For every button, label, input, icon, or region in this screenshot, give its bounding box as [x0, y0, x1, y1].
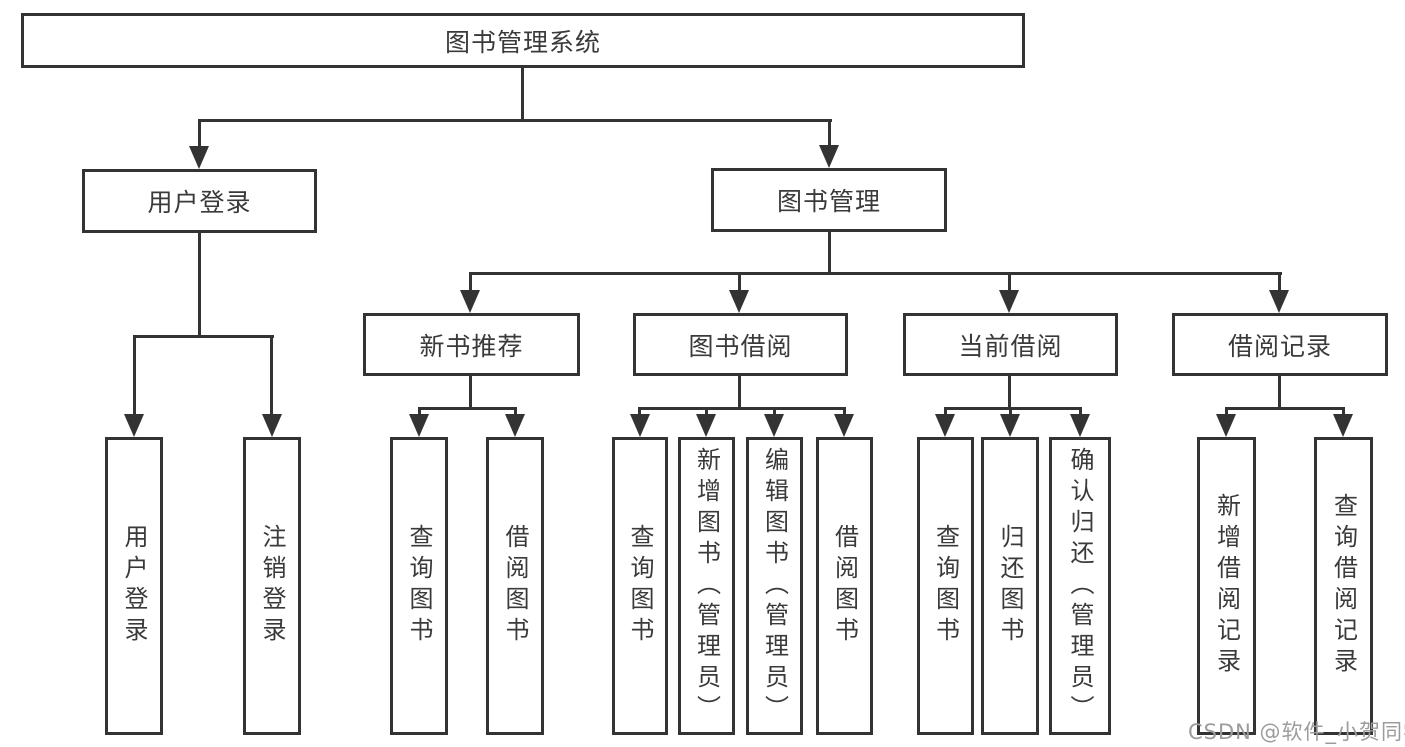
arrow-down-icon — [729, 290, 749, 313]
connector-line — [773, 407, 776, 417]
node-leaf-newbook-query: 查询图书 — [390, 437, 448, 735]
connector-line — [1278, 376, 1281, 410]
node-leaf-current-confirm-admin: 确认归还（管理员） — [1049, 437, 1111, 735]
node-leaf-borrow-add-admin: 新增图书（管理员） — [678, 437, 735, 735]
node-new-book-recommend: 新书推荐 — [363, 313, 580, 376]
node-current-borrow-label: 当前借阅 — [958, 331, 1063, 361]
node-leaf-borrow-borrow: 借阅图书 — [816, 437, 873, 735]
connector-line — [738, 376, 741, 410]
node-leaf-records-add: 新增借阅记录 — [1197, 437, 1256, 735]
connector-line — [1008, 376, 1011, 410]
node-leaf-user-login-label: 用户登录 — [120, 524, 148, 648]
node-user-login: 用户登录 — [82, 169, 317, 233]
node-user-login-label: 用户登录 — [147, 188, 252, 217]
arrow-down-icon — [819, 145, 839, 168]
connector-line — [270, 335, 273, 415]
arrow-down-icon — [189, 146, 209, 169]
connector-line — [133, 335, 136, 415]
arrow-down-icon — [1269, 290, 1289, 313]
connector-line — [469, 272, 1282, 275]
arrow-down-icon — [999, 290, 1019, 313]
arrow-down-icon — [1000, 414, 1020, 437]
node-leaf-records-query-label: 查询借阅记录 — [1329, 493, 1358, 679]
connector-line — [1008, 272, 1011, 292]
arrow-down-icon — [409, 414, 429, 437]
node-leaf-borrow-edit-admin: 编辑图书（管理员） — [746, 437, 803, 735]
node-borrow-records: 借阅记录 — [1172, 313, 1388, 376]
arrow-down-icon — [834, 414, 854, 437]
connector-line — [738, 272, 741, 292]
connector-line — [1009, 407, 1012, 417]
node-leaf-newbook-query-label: 查询图书 — [405, 524, 433, 648]
node-leaf-current-return-label: 归还图书 — [996, 524, 1024, 648]
connector-line — [944, 407, 1082, 410]
connector-line — [418, 407, 517, 410]
connector-line — [521, 68, 524, 122]
connector-line — [638, 407, 641, 417]
connector-line — [1225, 407, 1345, 410]
arrow-down-icon — [1070, 414, 1090, 437]
node-leaf-borrow-query: 查询图书 — [612, 437, 668, 735]
arrow-down-icon — [1216, 414, 1236, 437]
node-leaf-user-login: 用户登录 — [105, 437, 163, 735]
node-leaf-borrow-borrow-label: 借阅图书 — [830, 524, 859, 648]
arrow-down-icon — [764, 414, 784, 437]
arrow-down-icon — [262, 414, 282, 437]
node-leaf-current-query-label: 查询图书 — [931, 524, 960, 648]
node-root: 图书管理系统 — [21, 13, 1025, 68]
arrow-down-icon — [935, 414, 955, 437]
node-borrow-records-label: 借阅记录 — [1227, 331, 1332, 361]
connector-line — [1225, 407, 1228, 417]
connector-line — [514, 407, 517, 417]
connector-line — [133, 335, 274, 338]
node-leaf-logout: 注销登录 — [243, 437, 301, 735]
connector-line — [705, 407, 708, 417]
node-leaf-current-query: 查询图书 — [917, 437, 974, 735]
node-book-management: 图书管理 — [711, 168, 947, 232]
connector-line — [944, 407, 947, 417]
arrow-down-icon — [505, 414, 525, 437]
arrow-down-icon — [1333, 414, 1353, 437]
csdn-watermark: CSDN @软件_小贺同学 — [1188, 720, 1405, 744]
connector-line — [198, 233, 201, 337]
arrow-down-icon — [696, 414, 716, 437]
node-leaf-records-query: 查询借阅记录 — [1314, 437, 1373, 735]
node-leaf-borrow-edit-admin-label: 编辑图书（管理员） — [760, 446, 789, 726]
arrow-down-icon — [124, 414, 144, 437]
connector-line — [198, 119, 832, 122]
connector-line — [843, 407, 846, 417]
node-leaf-newbook-borrow: 借阅图书 — [486, 437, 544, 735]
connector-line — [469, 272, 472, 292]
node-leaf-borrow-add-admin-label: 新增图书（管理员） — [692, 446, 721, 726]
node-leaf-borrow-query-label: 查询图书 — [626, 524, 654, 648]
node-leaf-logout-label: 注销登录 — [258, 524, 286, 648]
arrow-down-icon — [460, 290, 480, 313]
connector-line — [638, 407, 846, 410]
node-book-management-label: 图书管理 — [776, 187, 881, 216]
node-book-borrow-label: 图书借阅 — [688, 331, 793, 361]
connector-line — [1079, 407, 1082, 417]
connector-line — [1278, 272, 1281, 292]
node-book-borrow: 图书借阅 — [633, 313, 848, 376]
node-leaf-records-add-label: 新增借阅记录 — [1212, 493, 1241, 679]
connector-line — [469, 376, 472, 410]
node-leaf-current-confirm-admin-label: 确认归还（管理员） — [1066, 446, 1094, 726]
node-current-borrow: 当前借阅 — [903, 313, 1118, 376]
arrow-down-icon — [630, 414, 650, 437]
node-leaf-current-return: 归还图书 — [981, 437, 1039, 735]
node-root-label: 图书管理系统 — [444, 27, 601, 57]
connector-line — [1342, 407, 1345, 417]
connector-line — [828, 232, 831, 274]
node-leaf-newbook-borrow-label: 借阅图书 — [501, 524, 529, 648]
connector-line — [418, 407, 421, 417]
connector-line — [828, 119, 831, 148]
connector-line — [198, 119, 201, 148]
node-new-book-recommend-label: 新书推荐 — [419, 331, 524, 361]
